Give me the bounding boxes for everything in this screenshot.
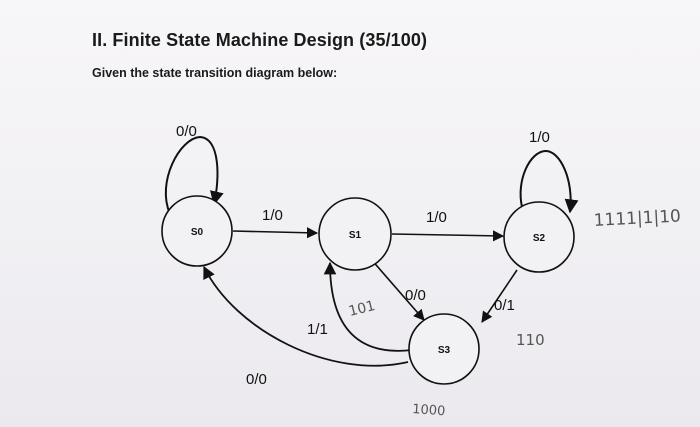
state-s0: S0 — [161, 195, 233, 267]
state-s3-label: S3 — [438, 345, 451, 356]
handwritten-note-s2-s3: 110 — [516, 331, 545, 349]
handwritten-note-s3: 1000 — [412, 402, 446, 419]
label-s1-to-s3: 0/0 — [405, 287, 426, 304]
label-s3-to-s0: 0/0 — [246, 371, 267, 388]
transition-s2-to-s3 — [481, 269, 518, 323]
label-s1-to-s2: 1/0 — [426, 209, 447, 226]
label-s2-self: 1/0 — [529, 129, 550, 146]
handwritten-note-s1-s3: 101 — [347, 298, 377, 320]
transition-s1-to-s2 — [391, 230, 505, 242]
label-s0-to-s1: 1/0 — [262, 207, 283, 224]
label-s3-to-s1: 1/1 — [307, 321, 328, 338]
label-s0-self: 0/0 — [176, 123, 197, 140]
state-s2-label: S2 — [533, 233, 546, 244]
state-s3: S3 — [408, 313, 480, 385]
state-s1-label: S1 — [349, 230, 362, 241]
section-prompt: Given the state transition diagram below… — [92, 66, 338, 80]
transition-s3-to-s1 — [323, 261, 413, 352]
transition-s0-self — [164, 135, 224, 215]
transition-s3-to-s0 — [203, 265, 409, 367]
label-s2-to-s3: 0/1 — [494, 297, 515, 314]
handwritten-note-s2: 1111|1|10 — [593, 206, 681, 231]
state-s1: S1 — [318, 197, 392, 271]
state-s0-label: S0 — [191, 227, 204, 238]
section-title: II. Finite State Machine Design (35/100) — [92, 30, 428, 50]
transition-s1-to-s3 — [369, 257, 425, 321]
transition-s0-to-s1 — [232, 227, 319, 239]
state-s2: S2 — [503, 201, 575, 273]
transition-s2-self — [519, 149, 579, 214]
